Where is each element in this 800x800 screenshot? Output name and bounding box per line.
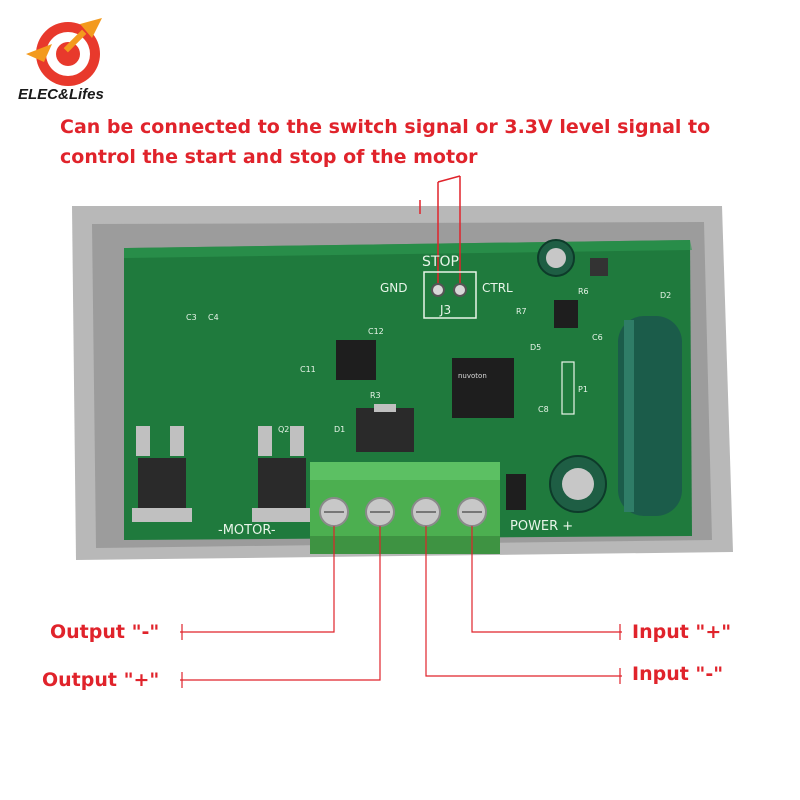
callout-input-minus: Input "-" [632,663,724,685]
label-c8: C8 [538,405,549,414]
label-r6: R6 [578,287,589,296]
callout-output-plus: Output "+" [42,669,160,691]
mosfet-left [138,458,186,510]
label-ic-brand: nuvoton [458,372,487,380]
label-q2: Q2 [278,425,289,434]
pin-header-p1 [561,361,575,415]
callout-input-plus: Input "+" [632,621,732,643]
logo-slash [63,29,87,53]
capacitor-small-top-cap [546,248,566,268]
mosfet-left-leg-b [170,426,184,456]
label-motor: -MOTOR- [218,523,276,538]
mosfet-left-tab [132,508,192,522]
label-d2: D2 [660,291,671,300]
inductor [590,258,608,276]
brand-name: ELEC&Lifes [18,86,104,103]
label-gnd: GND [380,281,408,295]
terminal-block-top [310,462,500,480]
label-r7: R7 [516,307,527,316]
label-ctrl: CTRL [482,281,513,295]
ic-main [452,358,514,418]
terminal-block-bottom [310,536,500,554]
label-c6: C6 [592,333,603,342]
label-r3: R3 [370,391,381,400]
leader-output-minus [180,526,335,633]
capacitor-large-band [624,320,634,512]
label-d5: D5 [530,343,541,352]
ic-driver [336,340,376,380]
leader-output-plus [180,526,381,681]
j3-pin-gnd [431,283,445,297]
logo-bolt [80,18,102,38]
diode-right [506,474,526,510]
leader-input-minus [425,526,622,677]
mosfet-right-leg-b [290,426,304,456]
regulator [356,408,414,452]
mosfet-right-leg-a [258,426,272,456]
mosfet-left-leg-a [136,426,150,456]
j3-pin-ctrl [453,283,467,297]
mosfet-right [258,458,306,510]
logo-dot [56,42,80,66]
label-c12: C12 [368,327,384,336]
mosfet-right-tab [252,508,312,522]
label-c11: C11 [300,365,316,374]
capacitor-mid-cap [562,468,594,500]
j3-header [423,271,477,319]
chip-right [554,300,578,328]
logo-swoosh [26,44,52,62]
headline-line-1: Can be connected to the switch signal or… [60,116,711,138]
label-power: POWER + [510,519,573,534]
brand-logo-icon [26,18,102,86]
label-p1: P1 [578,385,588,394]
label-c4: C4 [208,313,219,322]
regulator-tab [374,404,396,412]
label-d1: D1 [334,425,345,434]
switch-wire [437,175,461,183]
leader-input-plus [471,526,622,633]
label-c3: C3 [186,313,197,322]
headline-line-2: control the start and stop of the motor [60,146,478,168]
callout-output-minus: Output "-" [50,621,160,643]
label-j3: J3 [439,303,451,317]
label-stop: STOP [422,254,459,270]
